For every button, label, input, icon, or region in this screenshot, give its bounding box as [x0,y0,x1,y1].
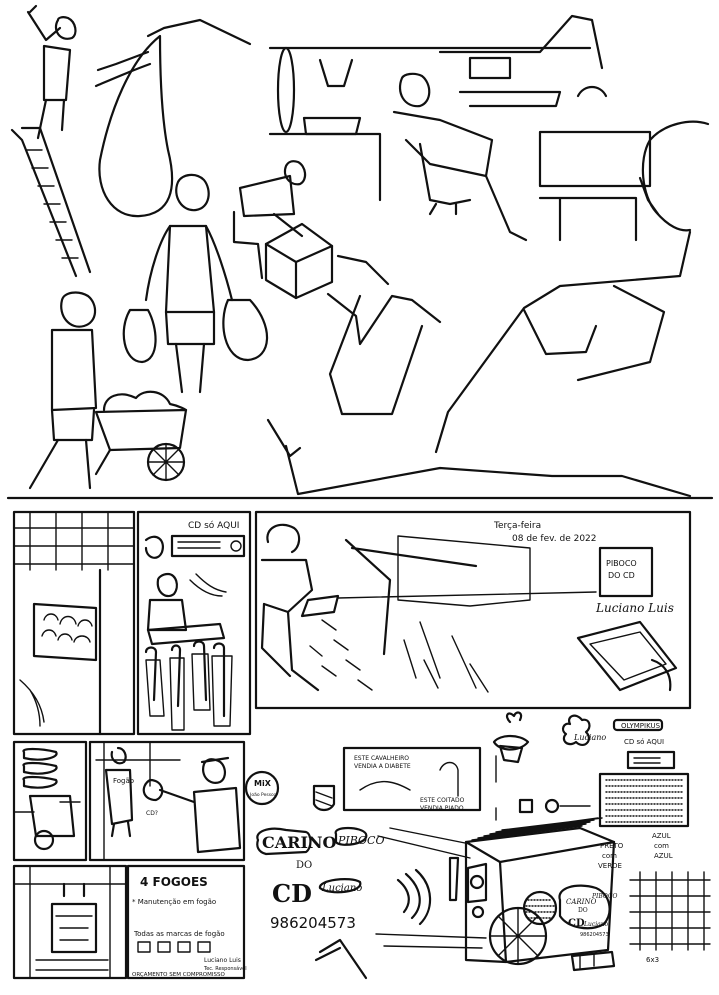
legend-6: AZUL [654,852,673,860]
figure-desk [268,14,652,242]
panel-fogao-sign: 4 FOGOES * Manutenção em fogão Todas as … [126,864,247,980]
legend-1: PRETO [600,842,624,850]
fogao-name2: Tec. Responsável [203,965,247,972]
sketch-date-line2: 08 de fev. de 2022 [512,534,597,544]
figure-reclining [266,120,710,498]
cart-label-fogao: Fogão [113,777,134,785]
fogao-footer: ORÇAMENTO SEM COMPROMISSO [132,972,225,978]
cd-shop-sign: CD só AQUI [188,520,239,531]
banner-line3: ESTE COITADO [420,797,465,804]
cart-box-label-4: CD [568,918,585,929]
top-sketch [6,4,714,500]
figure-wheelbarrow [28,291,188,490]
logo-mix-sub: João Pessoa [249,792,277,798]
banner-line4: VENDIA PIADO [420,805,464,812]
legend-2: com [602,852,617,860]
speaker-dots [605,779,683,823]
sketch-date-line1: Terça-feira [493,521,541,531]
banner-line1: ESTE CAVALHEIRO [354,755,409,762]
cart-box-label-6: 986204573 [580,932,609,938]
cart-label-cd: CD? [146,810,158,817]
title-carino: CARINO [262,833,337,852]
cart-box-label-2: PIBOCO [591,893,617,900]
panel-carts [12,740,88,862]
legend-5: com [654,842,669,850]
banner-line2: VENDIA A DIABETE [354,763,411,770]
sig-small: Luciano [573,733,606,742]
sketch-signature: Luciano Luis [595,601,674,615]
panel-artist-sketch: Terça-feira 08 de fev. de 2022 PIBOCO DO… [254,510,692,710]
title-piboco: PIBOCO [337,834,385,847]
sketch-box-label-2: DO CD [608,571,635,580]
panel-cd-shop: CD só AQUI [136,510,252,736]
figure-ladder [10,4,92,278]
title-luciano: Luciano [321,883,362,894]
legend-3: VERDE [598,862,622,870]
panel-cart-composition: MiX João Pessoa ESTE CAVALHEIRO VENDIA A… [244,711,711,980]
panel-shop-front [12,864,128,980]
fogao-line2: Todas as marcas de fogão [133,930,225,938]
fogao-shop-sign: 4 FOGOES [140,875,208,889]
title-do: DO [296,860,312,871]
brand-olympikus: OLYMPIKUS [621,722,661,730]
cart-box-label-3: DO [578,907,588,914]
legend-4: AZUL [652,832,671,840]
phone-number: 986204573 [270,914,356,932]
title-cd: CD [272,879,312,908]
fogao-name: Luciano Luis [204,957,241,964]
cart-cd-sign: CD só AQUI [624,738,664,746]
cart-box-label-5: Luciano [583,921,609,928]
sketch-box-label-1: PIBOCO [606,559,637,568]
grid-size: 6x3 [646,956,659,964]
panel-market-stall [12,510,136,736]
cart-box-label-1: CARINO [566,898,597,906]
figure-boxes [232,160,334,300]
fogao-line1: * Manutenção em fogão [132,898,216,906]
hand-bag [94,18,252,218]
color-grid [629,871,711,951]
panel-fogao-man: Fogão CD? [88,740,246,862]
figure-bags [122,173,269,394]
logo-mix: MiX [254,779,272,788]
cd-cart: CARINO PIBOCO DO CD Luciano 986204573 [314,817,617,980]
